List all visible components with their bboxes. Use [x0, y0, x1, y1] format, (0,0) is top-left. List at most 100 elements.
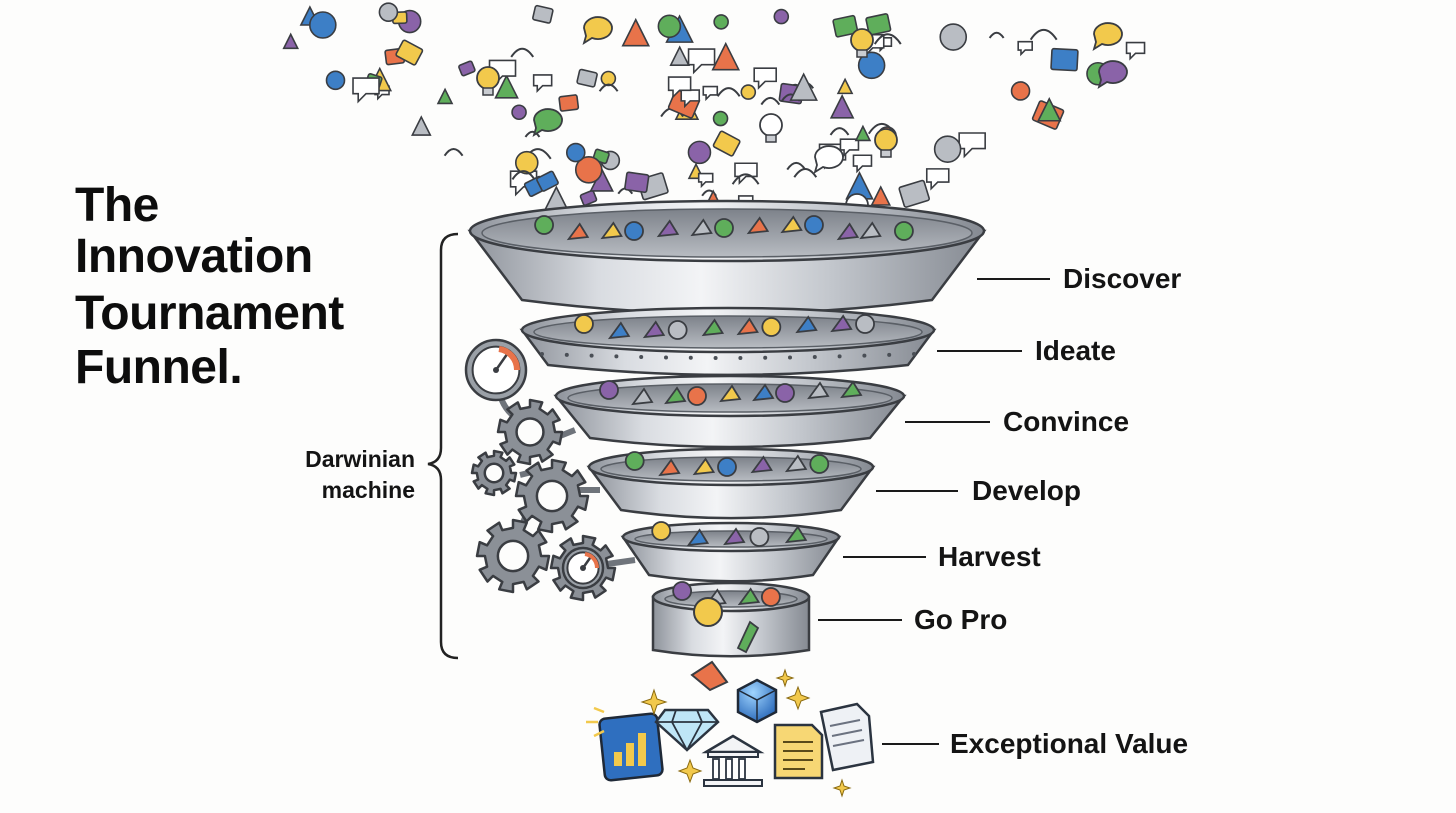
idea-shape — [857, 51, 886, 80]
speech-bubble-icon — [1092, 22, 1123, 52]
diamond-icon — [654, 708, 720, 752]
funnel — [467, 199, 987, 658]
page-title-line-3: Tournament — [75, 287, 344, 340]
gear-machinery — [464, 338, 636, 602]
exceptional-value-items — [586, 660, 875, 798]
idea-shape — [873, 33, 902, 45]
idea-shape — [514, 150, 539, 175]
idea-shape — [410, 115, 432, 136]
gear-icon — [475, 518, 551, 594]
bracket-label-line-1: Darwinian — [305, 446, 415, 472]
idea-shape — [829, 93, 855, 119]
idea-shape — [713, 14, 729, 30]
page-title-line-1: The — [75, 179, 159, 232]
idea-shape — [832, 14, 859, 38]
idea-shape — [309, 11, 337, 39]
idea-shape — [760, 96, 781, 106]
lightbulb-icon — [476, 66, 500, 96]
lightbulb-icon — [759, 113, 783, 143]
sparkle-icon — [586, 668, 852, 798]
idea-shape — [600, 70, 617, 87]
gear-icon — [470, 449, 518, 497]
funnel-tier-go-pro — [651, 581, 811, 658]
stage-label-harvest: Harvest — [938, 541, 1041, 572]
idea-shape — [712, 110, 729, 127]
idea-shape — [731, 173, 760, 185]
idea-shape — [1017, 40, 1033, 57]
idea-shape — [1125, 41, 1146, 61]
idea-shape — [712, 130, 741, 157]
idea-shape — [1050, 47, 1079, 72]
idea-shape — [669, 45, 690, 66]
idea-shape — [740, 84, 757, 100]
idea-shape — [687, 48, 716, 75]
idea-shape — [511, 104, 527, 121]
idea-shape — [624, 171, 650, 194]
document-icon — [773, 702, 875, 780]
idea-shape — [793, 167, 818, 178]
idea-shape — [702, 85, 719, 102]
idea-shape — [697, 172, 714, 189]
idea-shape — [680, 89, 701, 109]
idea-shape — [939, 23, 968, 51]
idea-shape — [395, 39, 424, 66]
idea-shape — [734, 162, 758, 185]
idea-shape — [854, 124, 872, 142]
gauge-icon — [561, 546, 605, 590]
idea-shape — [716, 87, 741, 97]
speech-bubble-icon — [1097, 60, 1128, 90]
label-leaders — [818, 278, 1050, 745]
darwinian-bracket — [427, 232, 459, 660]
idea-shape — [598, 83, 619, 92]
idea-shape — [576, 68, 598, 88]
bracket-label-line-2: machine — [321, 477, 415, 503]
gear-icon — [496, 398, 564, 466]
idea-shape — [753, 67, 777, 90]
lightbulb-icon — [850, 28, 874, 58]
stage-label-develop: Develop — [972, 475, 1081, 506]
idea-shape — [325, 70, 346, 91]
idea-shape — [789, 72, 818, 101]
idea-shape — [865, 13, 892, 36]
idea-shape — [657, 14, 682, 39]
idea-shape — [667, 76, 692, 99]
idea-shape — [565, 142, 586, 163]
idea-shape — [687, 140, 712, 165]
funnel-tier-discover — [467, 199, 987, 315]
idea-shape — [509, 170, 538, 197]
idea-shape — [443, 147, 464, 157]
idea-shape — [836, 77, 854, 95]
speech-bubble-icon — [813, 145, 844, 175]
stage-label-ideate: Ideate — [1035, 335, 1116, 366]
funnel-tier-harvest — [620, 521, 842, 583]
idea-shape — [378, 2, 399, 22]
stage-label-discover: Discover — [1063, 263, 1182, 294]
idea-shape — [574, 156, 603, 184]
idea-shape — [510, 47, 535, 58]
gear-icon — [514, 458, 590, 534]
idea-shape — [1029, 28, 1058, 41]
idea-confetti — [282, 2, 1146, 223]
page-title-line-4: Funnel. — [75, 341, 243, 394]
idea-shape — [494, 73, 519, 99]
idea-shape — [1036, 96, 1062, 122]
idea-shape — [524, 130, 541, 138]
idea-shape — [958, 132, 986, 159]
idea-shape — [711, 41, 741, 71]
idea-shape — [532, 4, 554, 24]
bank-icon — [701, 734, 765, 787]
idea-shape — [925, 168, 950, 191]
idea-shape — [536, 170, 559, 192]
gauge-icon — [464, 338, 528, 402]
idea-shape — [579, 189, 598, 206]
idea-shape — [621, 17, 651, 47]
gem-cube-icon — [736, 678, 778, 724]
idea-shape — [786, 161, 807, 171]
idea-shape — [352, 77, 380, 104]
idea-shape — [870, 185, 892, 206]
output-label: Exceptional Value — [950, 728, 1189, 759]
idea-shape — [532, 74, 553, 94]
idea-shape — [933, 135, 962, 163]
speech-bubble-icon — [582, 16, 613, 46]
idea-shape — [852, 154, 873, 174]
